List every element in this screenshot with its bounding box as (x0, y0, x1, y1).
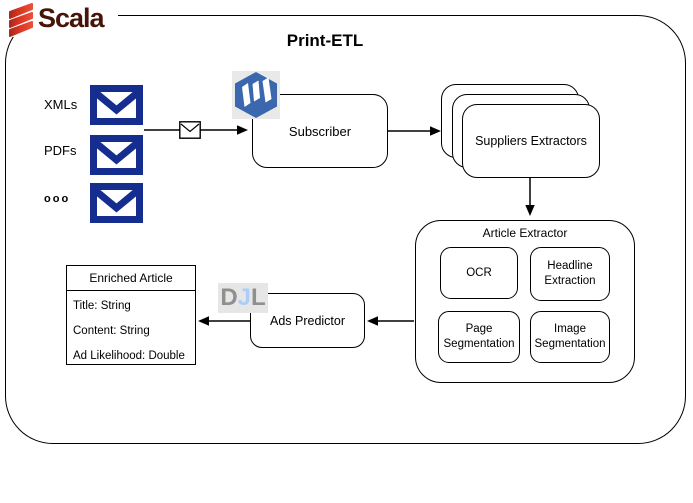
ads-predictor-label: Ads Predictor (269, 313, 346, 328)
subscriber-label: Subscriber (288, 123, 352, 139)
enriched-article-title: Enriched Article (67, 266, 195, 291)
ads-predictor-node: Ads Predictor (250, 293, 365, 348)
envelope-icon (90, 85, 143, 125)
source-label-more: ooo (44, 193, 71, 205)
source-label-pdfs: PDFs (44, 143, 77, 158)
headline-extraction-label: Headline Extraction (544, 260, 596, 287)
djl-letter-d: D (220, 284, 238, 311)
scala-logo-text: Scala (38, 3, 105, 33)
page-title: Print-ETL (286, 31, 364, 50)
suppliers-extractors-label: Suppliers Extractors (475, 134, 587, 148)
node-page-segmentation: Page Segmentation (438, 311, 520, 363)
envelope-icon (90, 135, 143, 175)
suppliers-extractors-node: Suppliers Extractors (462, 104, 600, 178)
enriched-article-field: Title: String (73, 300, 131, 312)
djl-letter-l: L (251, 284, 266, 311)
scala-logo-icon (9, 3, 33, 37)
message-envelope-icon (179, 121, 201, 139)
envelope-icon (90, 183, 143, 223)
enriched-article-field: Content: String (73, 325, 150, 337)
node-image-segmentation: Image Segmentation (530, 311, 610, 363)
message-queue-logo (232, 71, 280, 119)
djl-letter-j: J (237, 284, 252, 311)
page-segmentation-label: Page Segmentation (443, 323, 515, 350)
image-segmentation-label: Image Segmentation (534, 323, 606, 350)
pipeline-boundary (5, 15, 686, 444)
source-label-xmls: XMLs (44, 97, 78, 112)
scala-logo: Scala (6, 0, 118, 37)
node-headline-extraction: Headline Extraction (530, 247, 610, 301)
ocr-label: OCR (466, 266, 492, 279)
enriched-article-fields: Title: String Content: String Ad Likelih… (67, 291, 195, 364)
enriched-article-field: Ad Likelihood: Double (73, 350, 185, 362)
article-extractor-title: Article Extractor (482, 226, 568, 240)
enriched-article-node: Enriched Article Title: String Content: … (66, 265, 196, 365)
node-ocr: OCR (440, 247, 518, 299)
